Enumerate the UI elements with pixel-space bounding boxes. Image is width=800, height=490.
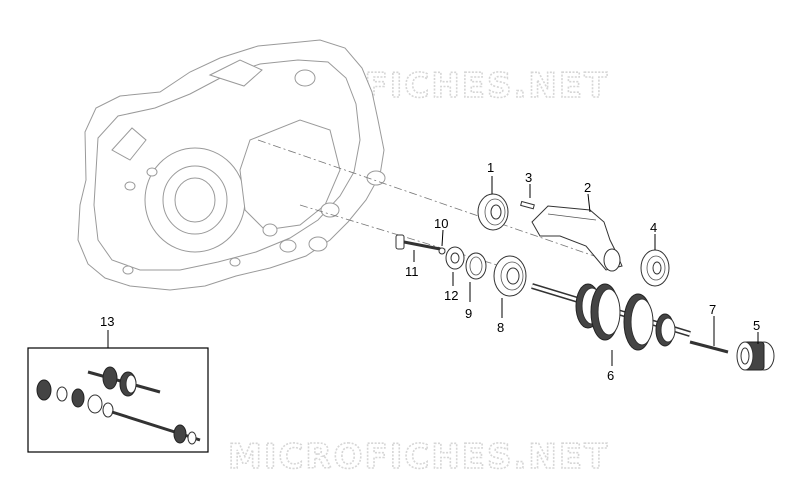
part-washer [445,246,465,270]
part-ball-bearing-lower [493,255,527,297]
part-ball-bearing-upper [477,193,509,231]
callout-10: 10 [434,216,448,231]
part-small-ring [438,247,446,255]
callout-12: 12 [444,288,458,303]
callout-6: 6 [607,368,614,383]
part-gear-shaft [531,283,691,351]
axis-lower [299,204,521,273]
callout-13: 13 [100,314,114,329]
part-shaft-arm [531,205,623,272]
part-bolt [395,234,441,251]
callout-3: 3 [525,170,532,185]
part-key [520,200,535,210]
callout-8: 8 [497,320,504,335]
callout-1: 1 [487,160,494,175]
leader-lines [107,176,759,366]
crankcase [77,39,386,291]
part-pin [689,340,729,354]
inset-assembly-box [27,347,209,453]
callout-5: 5 [753,318,760,333]
part-needle-bearing-ring [465,252,487,280]
watermark-bottom: MICROFICHES.NET [228,437,609,477]
callout-labels: 1 2 3 4 5 6 7 8 9 10 11 12 13 [100,160,760,383]
axis-upper [257,139,601,259]
part-needle-bearing [736,341,775,371]
callout-7: 7 [709,302,716,317]
callout-4: 4 [650,220,657,235]
part-ball-bearing-right [640,249,670,287]
callout-11: 11 [405,264,419,279]
callout-2: 2 [584,180,591,195]
callout-9: 9 [465,306,472,321]
